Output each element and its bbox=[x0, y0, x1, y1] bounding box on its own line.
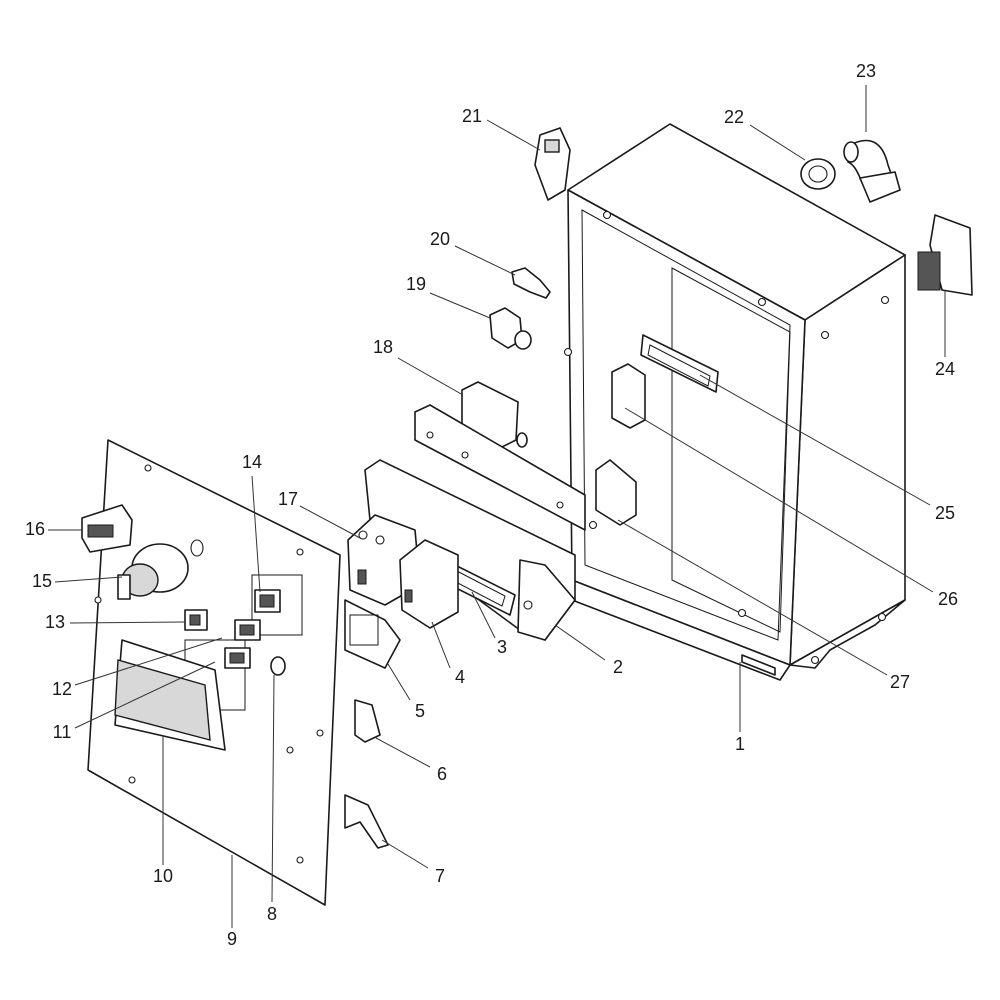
callout-24: 24 bbox=[935, 359, 955, 379]
din-rail bbox=[640, 334, 719, 393]
fuse-holder bbox=[270, 656, 286, 676]
callout-27: 27 bbox=[890, 672, 910, 692]
mounting-plate bbox=[364, 404, 586, 641]
callout-19: 19 bbox=[406, 274, 426, 294]
callout-18: 18 bbox=[373, 337, 393, 357]
callout-12: 12 bbox=[52, 679, 72, 699]
callout-25: 25 bbox=[935, 503, 955, 523]
lock-nut bbox=[800, 158, 836, 190]
callout-23: 23 bbox=[856, 61, 876, 81]
callout-15: 15 bbox=[32, 571, 52, 591]
callout-4: 4 bbox=[455, 667, 465, 687]
terminal-block bbox=[611, 363, 646, 429]
callout-13: 13 bbox=[45, 612, 65, 632]
callout-5: 5 bbox=[415, 701, 425, 721]
callout-3: 3 bbox=[497, 637, 507, 657]
enclosure-box bbox=[563, 123, 906, 681]
callout-22: 22 bbox=[724, 107, 744, 127]
indicator-lamp bbox=[81, 504, 133, 553]
callout-labels: 1 2 3 4 5 6 7 8 9 10 11 12 13 14 15 16 1… bbox=[25, 61, 958, 949]
callout-11: 11 bbox=[53, 722, 72, 742]
bracket-bent bbox=[344, 794, 389, 849]
callout-6: 6 bbox=[437, 764, 447, 784]
callout-17: 17 bbox=[278, 489, 298, 509]
callout-1: 1 bbox=[735, 734, 745, 754]
leader-lines bbox=[48, 85, 946, 928]
cable-gland bbox=[489, 307, 532, 350]
callout-26: 26 bbox=[938, 589, 958, 609]
callout-2: 2 bbox=[613, 657, 623, 677]
push-buttons bbox=[184, 589, 281, 669]
callout-20: 20 bbox=[430, 229, 450, 249]
vent-plug bbox=[511, 267, 551, 299]
callout-8: 8 bbox=[267, 904, 277, 924]
bracket-small bbox=[354, 699, 381, 743]
callout-7: 7 bbox=[435, 866, 445, 886]
gasket bbox=[344, 599, 401, 669]
connector-socket bbox=[917, 214, 973, 296]
circuit-breaker-single bbox=[399, 539, 459, 629]
display-module bbox=[114, 639, 226, 751]
callout-14: 14 bbox=[242, 452, 262, 472]
callout-16: 16 bbox=[25, 519, 45, 539]
terminal-cover bbox=[595, 459, 637, 526]
callout-10: 10 bbox=[153, 866, 173, 886]
elbow-fitting bbox=[843, 139, 901, 203]
connector-housing bbox=[534, 127, 571, 201]
callout-9: 9 bbox=[227, 929, 237, 949]
key-switch bbox=[117, 543, 189, 600]
callout-21: 21 bbox=[462, 106, 482, 126]
